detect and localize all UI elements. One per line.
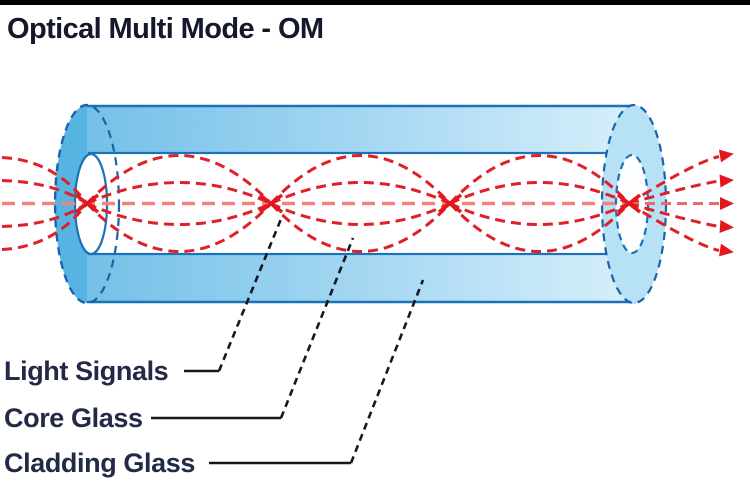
arrow-icon xyxy=(718,149,734,163)
leader-diagonal xyxy=(349,279,425,464)
mode-arc xyxy=(86,202,272,226)
light-rays xyxy=(1,149,734,257)
crossing-x xyxy=(74,193,100,214)
arrow-icon xyxy=(719,220,734,233)
leader-diagonal xyxy=(217,218,283,372)
mode-arc xyxy=(270,181,451,205)
mode-arc xyxy=(448,154,631,205)
label-core-glass: Core Glass xyxy=(4,403,143,433)
mode-arc xyxy=(85,154,273,205)
mode-arcs-segment-3 xyxy=(448,154,631,253)
mode-arcs-segment-2 xyxy=(269,154,452,253)
leader-cladding-glass xyxy=(209,279,425,465)
arrow-icon xyxy=(719,174,734,188)
leader-lines xyxy=(151,218,425,465)
crossing-x xyxy=(437,193,463,214)
fiber-cylinder xyxy=(53,103,668,305)
leader-core-glass xyxy=(151,237,355,420)
leader-diagonal xyxy=(279,237,355,419)
label-light-signals: Light Signals xyxy=(4,356,169,386)
entry-ray xyxy=(1,156,89,205)
mode-arc xyxy=(85,202,273,253)
mode-arc xyxy=(449,202,630,226)
exit-arrowheads xyxy=(718,149,734,257)
leader-light-signals xyxy=(184,218,283,373)
page-title: Optical Multi Mode - OM xyxy=(7,13,324,45)
mode-arc xyxy=(86,181,272,205)
crossing-x xyxy=(258,193,284,214)
arrow-icon xyxy=(720,197,734,210)
arrow-icon xyxy=(718,243,734,257)
mode-arc xyxy=(448,202,631,253)
mode-arcs-segment-1 xyxy=(85,154,273,253)
crossing-x xyxy=(616,193,642,214)
ray-crossing-nodes xyxy=(74,193,642,214)
entry-ray xyxy=(1,202,89,251)
mode-arc xyxy=(269,154,452,205)
exit-ray xyxy=(628,202,720,228)
exit-rays xyxy=(628,155,720,252)
mode-arc xyxy=(269,202,452,253)
exit-ray xyxy=(628,179,720,205)
mode-arc xyxy=(449,181,630,205)
mode-arc xyxy=(270,202,451,226)
top-frame-bar xyxy=(0,0,750,5)
left-endcap-outline xyxy=(53,103,121,305)
label-cladding-glass: Cladding Glass xyxy=(4,448,195,478)
